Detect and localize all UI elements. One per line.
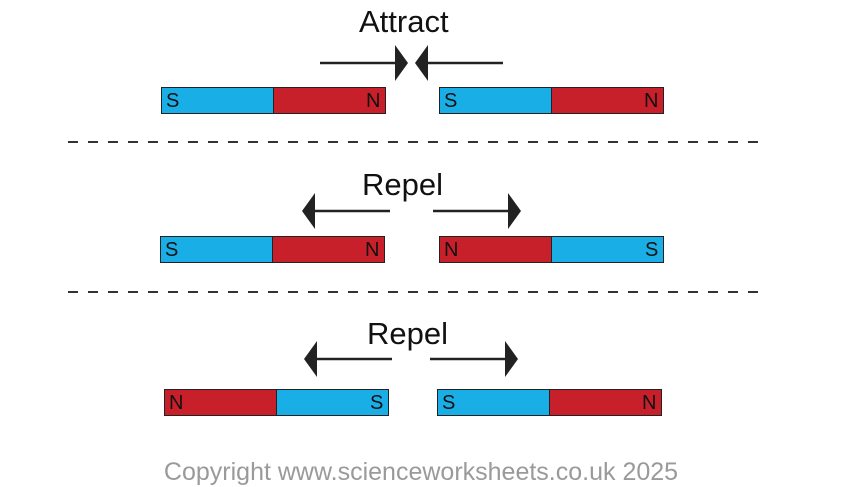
row-1-left-magnet-right-half	[273, 87, 386, 114]
row-3-left-magnet-right-half	[276, 389, 389, 416]
copyright-notice: Copyright www.scienceworksheets.co.uk 20…	[163, 458, 679, 486]
row-2-left-magnet-left-pole: S	[165, 239, 179, 261]
row-1-left-magnet-left-half	[161, 87, 274, 114]
row-3-arrows	[304, 341, 518, 377]
row-1-right-arrowhead	[415, 45, 428, 81]
row-2-right-magnet-left-pole: N	[444, 239, 459, 261]
row-1-left-arrowhead	[395, 45, 408, 81]
row-1-arrows	[320, 45, 503, 81]
row-3-right-magnet-right-pole: N	[642, 392, 657, 414]
row-2-right-magnet-left-half	[439, 236, 552, 263]
row-2-right-magnet-right-half	[551, 236, 664, 263]
row-2-arrows	[302, 193, 521, 229]
row-3-heading: Repel	[367, 316, 448, 351]
row-2-heading: Repel	[362, 167, 443, 202]
row-3-left-arrowhead	[304, 341, 317, 377]
row-1-left-magnet-left-pole: S	[166, 90, 180, 112]
row-2-right-arrowhead	[508, 193, 521, 229]
row-2-right-magnet-right-pole: S	[645, 239, 659, 261]
row-3-right-magnet-right-half	[549, 389, 662, 416]
row-3-right-magnet-left-pole: S	[442, 392, 456, 414]
row-1-left-magnet-right-pole: N	[366, 90, 381, 112]
row-2-left-magnet-right-half	[272, 236, 385, 263]
row-3-right-magnet-left-half	[437, 389, 550, 416]
row-3-left-magnet-left-half	[164, 389, 277, 416]
row-3-left-magnet-left-pole: N	[169, 392, 184, 414]
row-3-left-magnet-right-pole: S	[370, 392, 384, 414]
row-1-right-magnet-right-half	[551, 87, 664, 114]
row-2-left-arrowhead	[302, 193, 315, 229]
row-2-left-magnet-left-half	[160, 236, 273, 263]
row-3-right-arrowhead	[505, 341, 518, 377]
row-2-left-magnet-right-pole: N	[365, 239, 380, 261]
row-1-right-magnet-right-pole: N	[644, 90, 659, 112]
row-1-heading: Attract	[359, 4, 449, 39]
row-1-right-magnet-left-half	[439, 87, 552, 114]
row-1-right-magnet-left-pole: S	[444, 90, 458, 112]
